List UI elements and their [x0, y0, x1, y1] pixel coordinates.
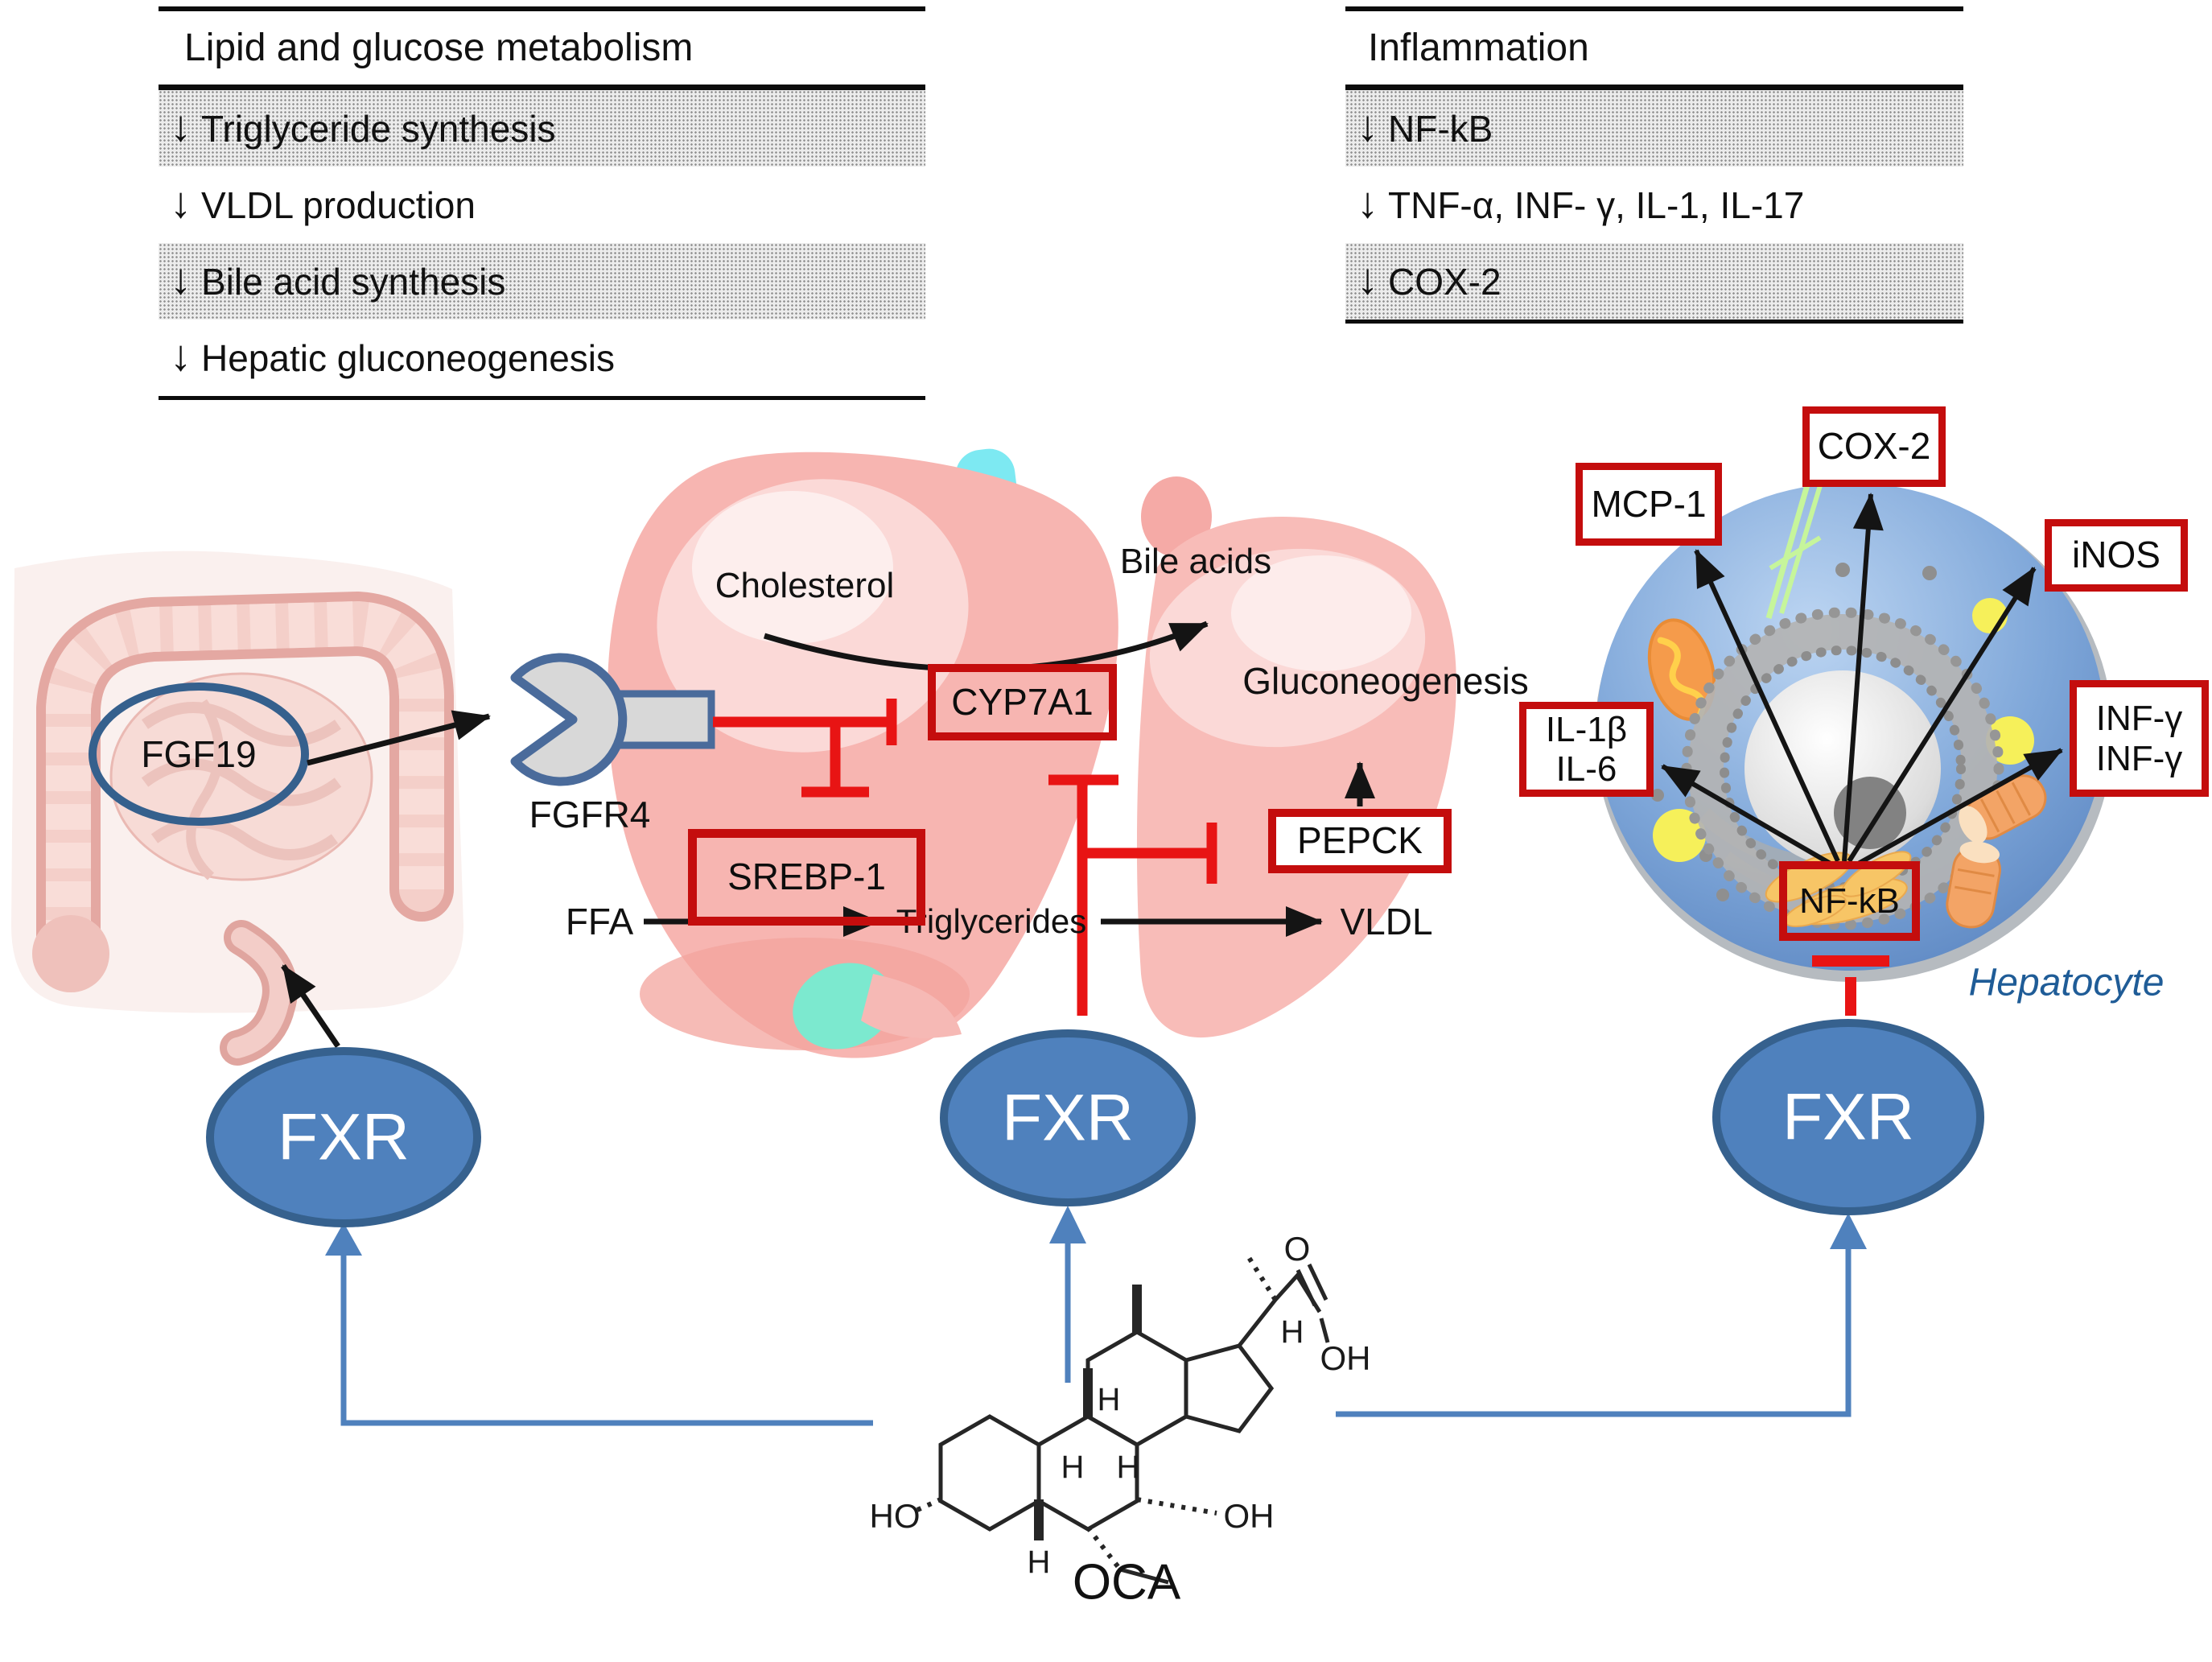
down-arrow-icon: ↓ — [1357, 178, 1378, 227]
fxr-pepck-inhibition — [1082, 823, 1217, 884]
bile-acids-label: Bile acids — [1119, 542, 1272, 581]
svg-text:OH: OH — [1224, 1497, 1275, 1535]
inf-gamma-line1: INF-γ — [2095, 699, 2183, 739]
down-arrow-icon: ↓ — [170, 101, 192, 151]
down-arrow-icon: ↓ — [1357, 101, 1378, 151]
liver-illustration — [607, 448, 1456, 1058]
cytoskeleton-icon — [1765, 468, 1815, 619]
down-arrow-icon: ↓ — [1357, 254, 1378, 303]
table-row: ↓ VLDL production — [159, 167, 925, 243]
inf-gamma-box: INF-γ INF-γ — [2070, 680, 2209, 797]
fxr-node-right: FXR — [1712, 1019, 1984, 1215]
table-title-text: Lipid and glucose metabolism — [184, 27, 694, 69]
cyp7a1-box-text: CYP7A1 — [951, 680, 1094, 723]
svg-text:O: O — [1284, 1230, 1311, 1268]
nucleolus-icon — [1834, 777, 1906, 849]
srebp1-box-text: SREBP-1 — [727, 856, 886, 898]
vldl-label: VLDL — [1340, 901, 1433, 942]
svg-text:OH: OH — [1320, 1339, 1371, 1377]
table-row-text: TNF-α, INF- γ, IL-1, IL-17 — [1388, 184, 1805, 226]
nfkb-box-text: NF-kB — [1799, 880, 1900, 921]
fgf19-label: FGF19 — [141, 733, 257, 775]
intestine-illustration — [11, 551, 463, 1066]
cox2-box: COX-2 — [1802, 406, 1946, 487]
table-row-text: VLDL production — [201, 184, 476, 226]
fxr-node-middle: FXR — [940, 1029, 1196, 1206]
ffa-label: FFA — [565, 901, 634, 942]
table-row: ↓ Bile acid synthesis — [159, 243, 925, 320]
down-arrow-icon: ↓ — [170, 178, 192, 227]
svg-text:HO: HO — [870, 1497, 921, 1535]
table-row: ↓ NF-kB — [1345, 90, 1963, 167]
il1b-il6-box: IL-1β IL-6 — [1519, 702, 1654, 797]
fgfr4-receptor-icon — [510, 653, 715, 786]
hepatocyte-label: Hepatocyte — [1968, 961, 2165, 1004]
cyp7a1-box: CYP7A1 — [928, 664, 1117, 740]
svg-text:H: H — [1117, 1450, 1140, 1485]
table-row: ↓ COX-2 — [1345, 243, 1963, 320]
pepck-box-text: PEPCK — [1297, 819, 1423, 862]
table-row: ↓ TNF-α, INF- γ, IL-1, IL-17 — [1345, 167, 1963, 243]
inos-box-text: iNOS — [2072, 534, 2161, 576]
table-inflammation: Inflammation ↓ NF-kB ↓ TNF-α, INF- γ, IL… — [1345, 6, 1963, 324]
svg-text:H: H — [1281, 1314, 1304, 1350]
table-title-text: Inflammation — [1368, 27, 1589, 69]
table-row-text: NF-kB — [1388, 107, 1493, 150]
il6-line: IL-6 — [1555, 749, 1617, 789]
mcp1-box-text: MCP-1 — [1591, 482, 1707, 525]
nfkb-box: NF-kB — [1779, 861, 1920, 941]
fgf19-ellipse — [89, 683, 309, 826]
fxr-left-label: FXR — [278, 1101, 410, 1174]
oca-to-fxr-connectors — [340, 1243, 1852, 1426]
oca-label: OCA — [1072, 1554, 1181, 1610]
down-arrow-icon: ↓ — [170, 254, 192, 303]
fgf19-to-fgfr4-arrow — [307, 710, 491, 766]
table-row-text: COX-2 — [1388, 260, 1501, 303]
svg-text:H: H — [1061, 1450, 1085, 1485]
fxr-nfkb-inhibition — [1812, 955, 1889, 1016]
fxr-cyp7a1-inhibition — [1048, 774, 1118, 1016]
table-row: ↓ Hepatic gluconeogenesis — [159, 320, 925, 396]
svg-text:H: H — [1098, 1382, 1121, 1417]
cox2-box-text: COX-2 — [1817, 425, 1931, 468]
fgfr4-srebp1-inhibition — [801, 722, 869, 798]
table-title: Inflammation — [1345, 11, 1963, 90]
fxr-right-label: FXR — [1782, 1081, 1914, 1154]
inf-gamma-line2: INF-γ — [2095, 738, 2183, 778]
oca-atom-labels: O OH HO OH H H H H H — [870, 1230, 1371, 1580]
fgfr4-label: FGFR4 — [529, 794, 651, 835]
cholesterol-label: Cholesterol — [715, 566, 895, 605]
inos-box: iNOS — [2045, 519, 2188, 592]
table-row-text: Triglyceride synthesis — [201, 107, 556, 150]
mcp1-box: MCP-1 — [1576, 463, 1722, 546]
il1b-line: IL-1β — [1545, 709, 1628, 749]
fxr-to-intestine-arrow — [281, 964, 340, 1048]
table-row-text: Hepatic gluconeogenesis — [201, 336, 616, 379]
fxr-node-left: FXR — [206, 1047, 481, 1227]
nfkb-target-arrows — [1661, 493, 2063, 868]
fgfr4-cyp7a1-inhibition — [713, 699, 897, 745]
fxr-middle-label: FXR — [1002, 1082, 1134, 1155]
gluconeogenesis-label: Gluconeogenesis — [1242, 660, 1529, 702]
down-arrow-icon: ↓ — [170, 331, 192, 380]
table-lipid-glucose-metabolism: Lipid and glucose metabolism ↓ Triglycer… — [159, 6, 925, 400]
triglycerides-label: Triglycerides — [896, 902, 1087, 940]
srebp1-box: SREBP-1 — [688, 829, 925, 926]
table-row: ↓ Triglyceride synthesis — [159, 90, 925, 167]
oca-structure — [916, 1251, 1330, 1585]
table-title: Lipid and glucose metabolism — [159, 11, 925, 90]
table-row-text: Bile acid synthesis — [201, 260, 506, 303]
svg-text:H: H — [1028, 1544, 1051, 1580]
pepck-box: PEPCK — [1268, 809, 1452, 873]
